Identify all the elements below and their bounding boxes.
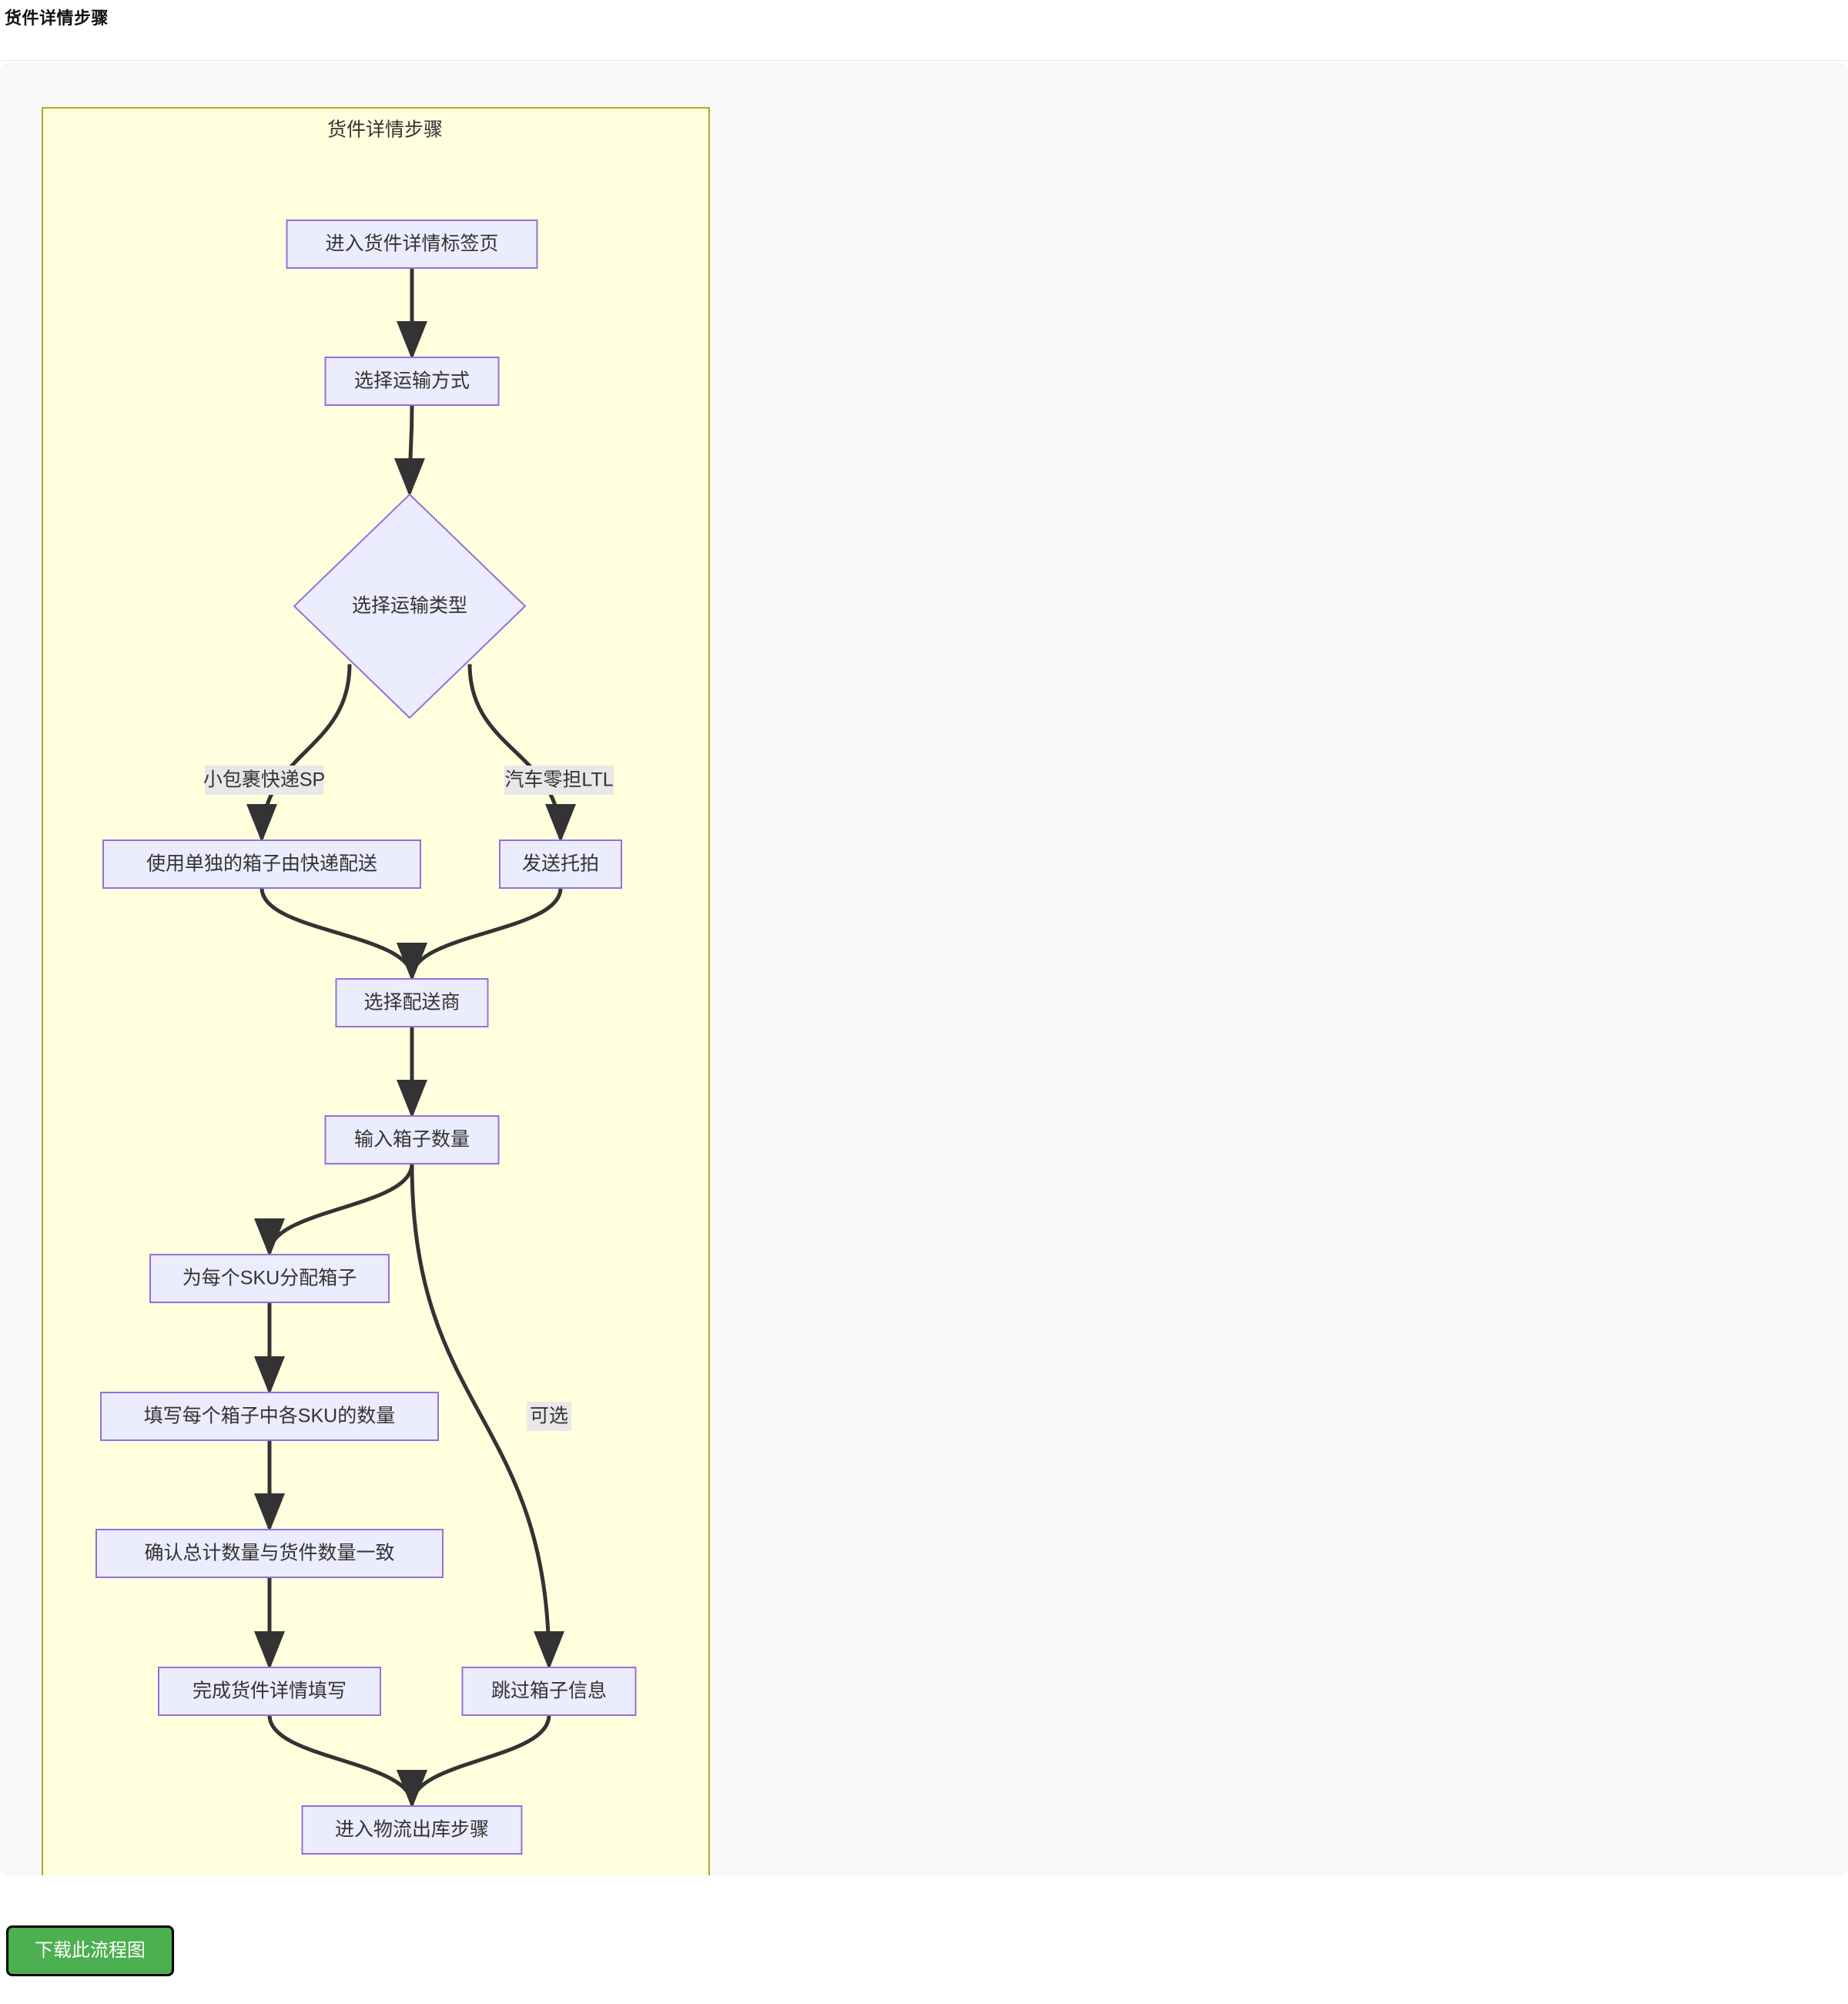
node-n12[interactable]: 跳过箱子信息 bbox=[461, 1667, 637, 1716]
node-n5[interactable]: 发送托拍 bbox=[499, 839, 622, 889]
svg-text:小包裹快递SP: 小包裹快递SP bbox=[203, 769, 325, 791]
node-label: 跳过箱子信息 bbox=[491, 1681, 607, 1702]
node-n9[interactable]: 填写每个箱子中各SKU的数量 bbox=[100, 1392, 439, 1441]
node-n8[interactable]: 为每个SKU分配箱子 bbox=[149, 1254, 390, 1303]
node-label: 选择运输方式 bbox=[354, 370, 470, 392]
edge-n2-to-n3 bbox=[394, 404, 426, 497]
svg-text:可选: 可选 bbox=[530, 1406, 568, 1427]
cluster-title: 货件详情步骤 bbox=[327, 119, 443, 141]
node-label: 填写每个箱子中各SKU的数量 bbox=[144, 1406, 395, 1427]
node-shape-diamond bbox=[293, 493, 527, 719]
node-shape-rect bbox=[324, 357, 500, 406]
flowchart-svg: 货件详情步骤 进入货件详情标签页选择运输方式选择运输类型使用单独的箱子由快递配送… bbox=[42, 107, 710, 1875]
edge-n7-to-n12 bbox=[410, 1163, 564, 1670]
node-shape-rect bbox=[286, 220, 538, 269]
edges-layer bbox=[246, 268, 576, 1808]
edge-label-n3-n4: 小包裹快递SP bbox=[203, 766, 325, 795]
node-label: 使用单独的箱子由快递配送 bbox=[146, 853, 377, 875]
node-label: 确认总计数量与货件数量一致 bbox=[144, 1543, 394, 1564]
node-n3[interactable]: 选择运输类型 bbox=[293, 493, 527, 719]
edge-n3-to-n5 bbox=[467, 664, 576, 843]
node-shape-rect bbox=[95, 1529, 444, 1578]
node-shape-rect bbox=[102, 839, 421, 889]
node-label: 进入物流出库步骤 bbox=[335, 1819, 489, 1841]
node-label: 为每个SKU分配箱子 bbox=[182, 1268, 357, 1289]
node-label: 选择运输类型 bbox=[352, 595, 467, 617]
node-label: 发送托拍 bbox=[522, 853, 599, 875]
edge-label-n3-n5: 汽车零担LTL bbox=[504, 766, 614, 795]
node-label: 完成货件详情填写 bbox=[192, 1681, 346, 1702]
node-shape-rect bbox=[324, 1115, 500, 1165]
node-n1[interactable]: 进入货件详情标签页 bbox=[286, 220, 538, 269]
node-label: 输入箱子数量 bbox=[354, 1129, 470, 1151]
title-divider bbox=[0, 60, 1848, 61]
edge-n5-to-n6 bbox=[397, 887, 563, 981]
node-shape-rect bbox=[158, 1667, 381, 1716]
edge-label-n7-n12: 可选 bbox=[527, 1402, 571, 1431]
node-shape-rect bbox=[100, 1392, 439, 1441]
node-n6[interactable]: 选择配送商 bbox=[335, 978, 489, 1027]
node-shape-rect bbox=[301, 1805, 523, 1855]
node-shape-rect bbox=[499, 839, 622, 889]
edge-labels-layer: 小包裹快递SP 汽车零担LTL 可选 bbox=[203, 766, 614, 1431]
node-label: 选择配送商 bbox=[363, 992, 460, 1014]
download-flowchart-button[interactable]: 下载此流程图 bbox=[6, 1925, 174, 1976]
node-shape-rect bbox=[149, 1254, 390, 1303]
node-n7[interactable]: 输入箱子数量 bbox=[324, 1115, 500, 1165]
node-n4[interactable]: 使用单独的箱子由快递配送 bbox=[102, 839, 421, 889]
node-n13[interactable]: 进入物流出库步骤 bbox=[301, 1805, 523, 1855]
svg-text:汽车零担LTL: 汽车零担LTL bbox=[504, 769, 613, 791]
flowchart-container: 货件详情步骤 进入货件详情标签页选择运输方式选择运输类型使用单独的箱子由快递配送… bbox=[0, 63, 1848, 1875]
page-title: 货件详情步骤 bbox=[5, 8, 109, 28]
edge-n3-to-n4 bbox=[246, 664, 352, 843]
node-n10[interactable]: 确认总计数量与货件数量一致 bbox=[95, 1529, 444, 1578]
node-label: 进入货件详情标签页 bbox=[325, 233, 498, 255]
edge-n12-to-n13 bbox=[397, 1714, 551, 1808]
node-n2[interactable]: 选择运输方式 bbox=[324, 357, 500, 406]
node-n11[interactable]: 完成货件详情填写 bbox=[158, 1667, 381, 1716]
edge-n7-to-n8 bbox=[254, 1163, 414, 1257]
node-shape-rect bbox=[335, 978, 489, 1027]
node-shape-rect bbox=[461, 1667, 637, 1716]
